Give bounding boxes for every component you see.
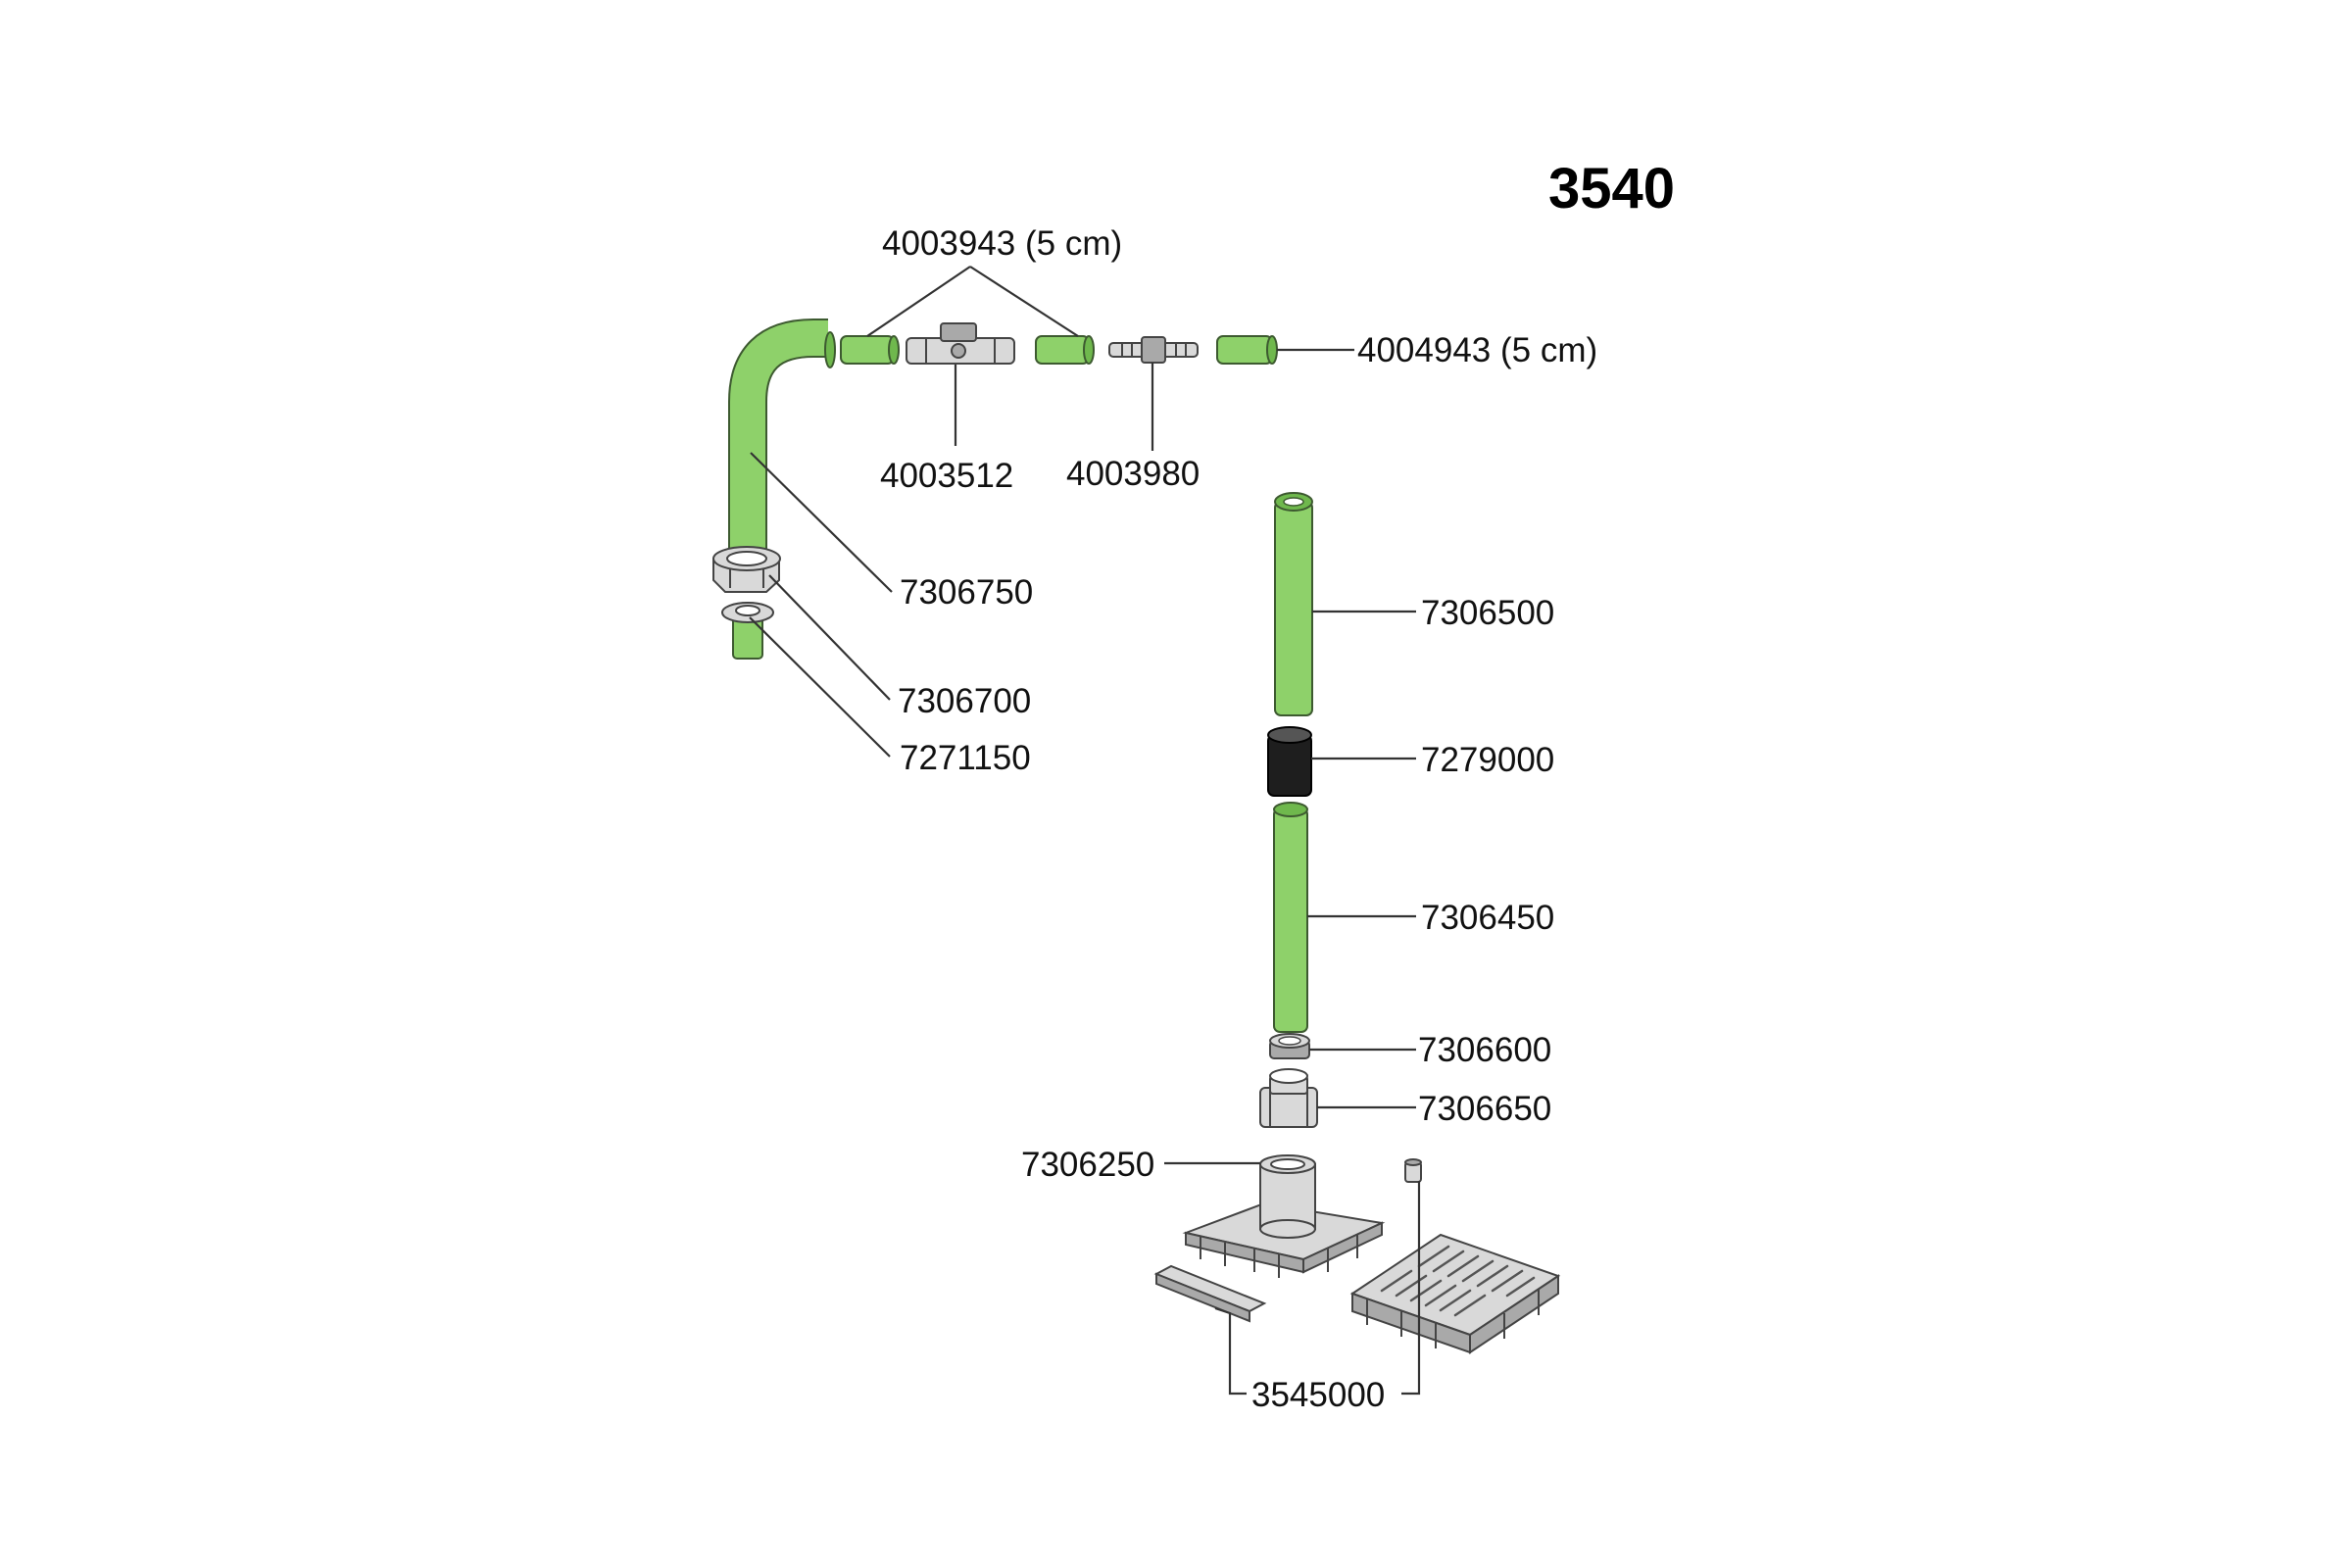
label-7306600: 7306600 xyxy=(1418,1031,1551,1069)
grid-plate-3545000 xyxy=(1349,1158,1561,1354)
ring-7306600 xyxy=(1269,1033,1310,1059)
label-7306450: 7306450 xyxy=(1421,899,1554,937)
short-hose-4003943-right xyxy=(1035,335,1095,365)
label-7271150: 7271150 xyxy=(900,739,1031,777)
fitting-7271150 xyxy=(721,602,774,660)
valve-4003512 xyxy=(906,322,1015,365)
label-4003943: 4003943 (5 cm) xyxy=(882,224,1122,263)
short-hose-4003943-left xyxy=(840,335,900,365)
sleeve-7279000 xyxy=(1267,726,1312,797)
label-7306500: 7306500 xyxy=(1421,594,1554,632)
short-hose-4004943 xyxy=(1216,335,1278,365)
clip-bar-3545000 xyxy=(1153,1264,1267,1323)
label-4004943: 4004943 (5 cm) xyxy=(1357,331,1597,369)
label-7306250: 7306250 xyxy=(1021,1146,1154,1184)
label-7306750: 7306750 xyxy=(900,573,1033,612)
diagram-title: 3540 xyxy=(1548,157,1675,220)
label-3545000: 3545000 xyxy=(1251,1376,1385,1414)
label-7306650: 7306650 xyxy=(1418,1090,1551,1128)
part-labels: 4003943 (5 cm) 4004943 (5 cm) 4003512 40… xyxy=(880,224,1597,1414)
label-7306700: 7306700 xyxy=(898,682,1031,720)
connector-4003980 xyxy=(1108,336,1199,364)
adapter-7306650 xyxy=(1259,1068,1318,1128)
base-plate-7306250 xyxy=(1182,1154,1386,1278)
leader-lines xyxy=(749,266,1421,1396)
label-4003512: 4003512 xyxy=(880,457,1013,495)
elbow-hose-7306750 xyxy=(728,318,836,549)
tube-7306450 xyxy=(1273,802,1308,1033)
nut-7306700 xyxy=(712,546,781,593)
label-7279000: 7279000 xyxy=(1421,741,1554,779)
label-4003980: 4003980 xyxy=(1066,455,1200,493)
tube-7306500 xyxy=(1274,492,1313,716)
